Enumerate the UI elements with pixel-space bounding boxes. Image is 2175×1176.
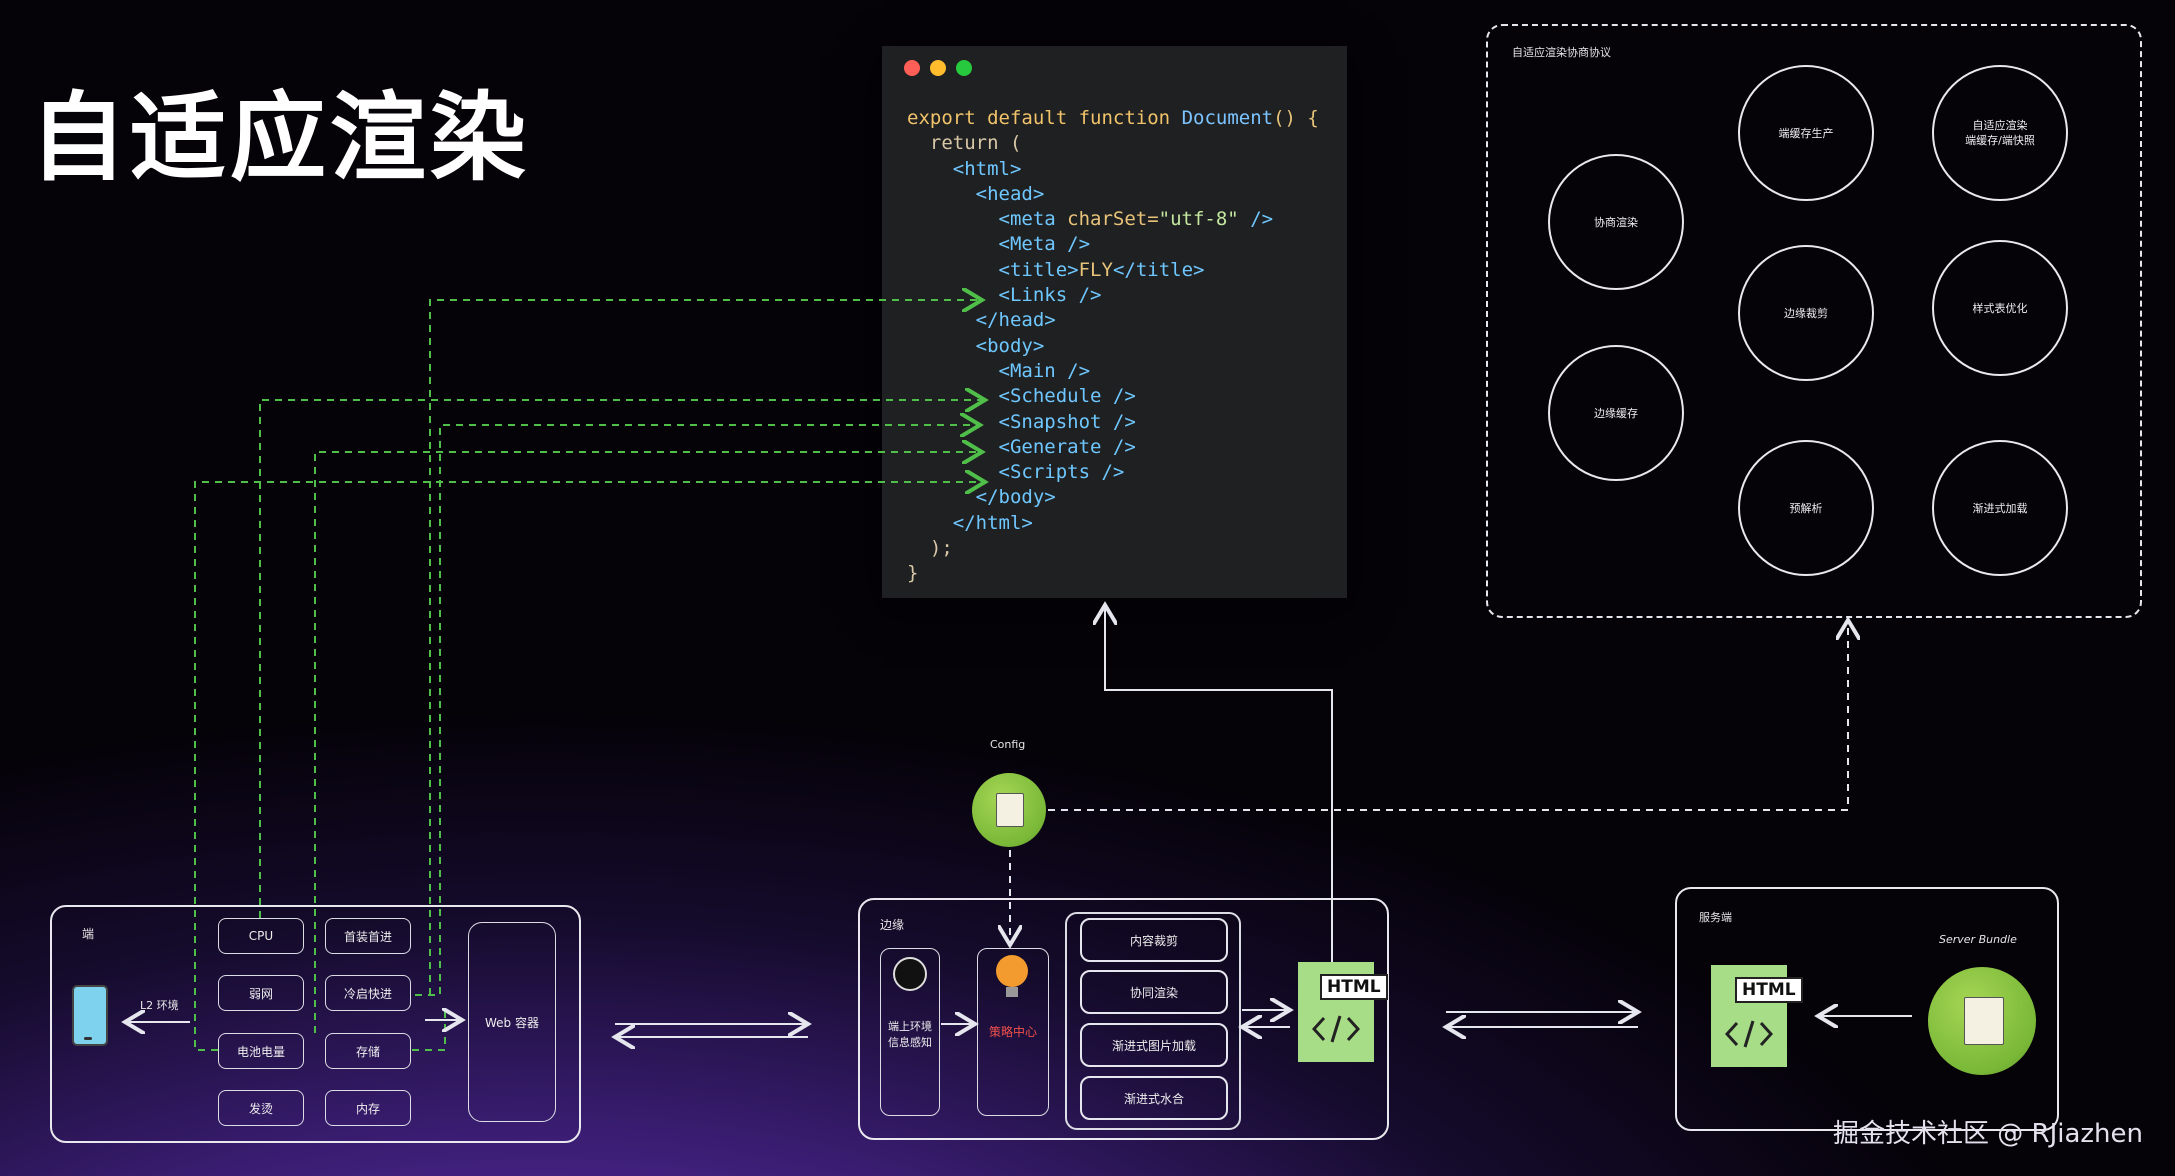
- server-label: 服务端: [1699, 911, 1732, 924]
- chip-battery: 电池电量: [218, 1033, 304, 1069]
- code-line: export default function Document() {: [907, 107, 1319, 129]
- code-line: <Main />: [998, 359, 1091, 382]
- lightbulb-icon: [996, 955, 1028, 987]
- chip-memory: 内存: [325, 1090, 411, 1126]
- protocol-circle-edge-cache: 边缘缓存: [1548, 345, 1684, 481]
- chip-weak-network: 弱网: [218, 975, 304, 1011]
- code-line: <Generate />: [998, 435, 1136, 458]
- link-generate-connector: [314, 452, 982, 1033]
- phone-icon: [72, 985, 108, 1046]
- minimize-window-icon[interactable]: [930, 60, 946, 76]
- server-box: 服务端 Server Bundle: [1675, 887, 2059, 1131]
- code-line: <Meta />: [998, 233, 1091, 256]
- edge-html-document-icon: HTML: [1298, 962, 1388, 1062]
- code-line: </body>: [975, 486, 1056, 509]
- code-brackets-icon: [1725, 1020, 1773, 1048]
- edge-html-badge: HTML: [1320, 974, 1388, 1000]
- link-storage-connector: [412, 1010, 446, 1051]
- client-label: 端: [82, 927, 95, 941]
- config-label: Config: [990, 738, 1026, 751]
- protocol-circle-preparse: 预解析: [1738, 440, 1874, 576]
- code-line: </html>: [952, 511, 1033, 534]
- edge-notify-label: 端上环境 信息感知: [888, 1020, 932, 1049]
- code-line: </head>: [975, 309, 1056, 332]
- link-snapshot-connector: [415, 425, 980, 996]
- protocol-circle-adaptive-snapshot: 自适应渲染 端缓存/端快照: [1932, 65, 2068, 201]
- edge-notify-panel: 端上环境 信息感知: [880, 948, 940, 1116]
- edge-box: 边缘: [858, 898, 1389, 1140]
- edge-label: 边缘: [880, 918, 905, 932]
- gauge-icon: [893, 957, 927, 991]
- code-line: <body>: [975, 334, 1045, 357]
- chip-storage: 存储: [325, 1033, 411, 1069]
- code-brackets-icon: [1312, 1015, 1360, 1043]
- chip-heat: 发烫: [218, 1090, 304, 1126]
- maximize-window-icon[interactable]: [956, 60, 972, 76]
- client-box: 端: [50, 905, 581, 1143]
- watermark: 掘金技术社区 @ RJiazhen: [1832, 1119, 2143, 1149]
- protocol-circle-style-optimize: 样式表优化: [1932, 240, 2068, 376]
- close-window-icon[interactable]: [904, 60, 920, 76]
- code-line: <title>FLY</title>: [998, 258, 1205, 281]
- protocol-circle-negotiate-render: 协商渲染: [1548, 154, 1684, 290]
- edge-item-content-trim: 内容裁剪: [1080, 918, 1228, 962]
- env-label: L2 环境: [140, 999, 179, 1012]
- protocol-circle-client-cache: 端缓存生产: [1738, 65, 1874, 201]
- code-line: <Scripts />: [998, 461, 1125, 484]
- server-bundle-label: Server Bundle: [1939, 933, 2017, 946]
- code-panel: export default function Document() { ret…: [882, 46, 1347, 598]
- protocol-title: 自适应渲染协商协议: [1512, 46, 1611, 59]
- chip-first-install: 首装首进: [325, 918, 411, 954]
- strategy-center-label: 策略中心: [988, 1025, 1037, 1039]
- server-html-document-icon: HTML: [1711, 965, 1803, 1067]
- chip-cold-start: 冷启快进: [325, 975, 411, 1011]
- link-scripts-connector: [194, 482, 985, 1051]
- code-line: <Links />: [998, 284, 1102, 307]
- code-line: return (: [907, 132, 1022, 155]
- chip-cpu: CPU: [218, 918, 304, 954]
- code-line: }: [907, 562, 919, 585]
- protocol-box: 自适应渲染协商协议: [1486, 24, 2142, 618]
- code-line: <Snapshot />: [998, 410, 1136, 433]
- link-links-connector: [429, 300, 982, 995]
- web-container: Web 容器: [468, 922, 556, 1122]
- protocol-circle-progressive-load: 渐进式加载: [1932, 440, 2068, 576]
- code-line: <head>: [975, 182, 1045, 205]
- link-schedule-connector: [259, 400, 985, 918]
- protocol-circle-edge-trim: 边缘裁剪: [1738, 245, 1874, 381]
- config-icon: [972, 773, 1046, 847]
- code-line: <meta charSet="utf-8" />: [998, 208, 1274, 231]
- edge-item-progressive-image: 渐进式图片加载: [1080, 1023, 1228, 1067]
- code-line: <html>: [952, 157, 1022, 180]
- edge-item-cooperative-render: 协同渲染: [1080, 970, 1228, 1014]
- code-line: <Schedule />: [998, 385, 1136, 408]
- edge-item-progressive-hydrate: 渐进式水合: [1080, 1076, 1228, 1120]
- code-block: export default function Document() { ret…: [907, 106, 1319, 587]
- server-html-badge: HTML: [1735, 977, 1803, 1003]
- code-line: );: [907, 537, 953, 560]
- server-bundle-icon: [1928, 967, 2036, 1075]
- page-title: 自适应渲染: [30, 82, 530, 194]
